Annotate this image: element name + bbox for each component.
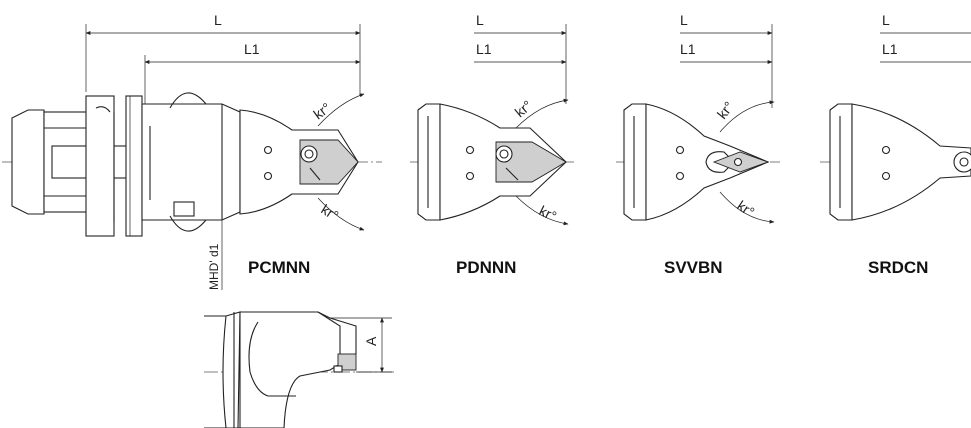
angle-label-bottom-pdnnn: kr°: [537, 202, 560, 224]
side-view: A: [204, 311, 394, 428]
angle-label-top-pcmnn: kr°: [310, 99, 333, 122]
pcmnn-view: L L1 kr° k: [2, 12, 382, 290]
dim-label-l-srdcn: L: [882, 12, 890, 28]
dim-label-l: L: [214, 12, 222, 28]
dim-label-d1: MHD' d1: [207, 243, 221, 290]
dim-label-a: A: [363, 336, 379, 346]
dim-label-l1: L1: [244, 41, 260, 57]
dim-label-l-pdnnn: L: [476, 12, 484, 28]
svvbn-view: L L1 kr° kr° SVVBN: [616, 12, 780, 277]
tool-label-svvbn: SVVBN: [664, 258, 723, 277]
tool-label-pcmnn: PCMNN: [248, 258, 310, 277]
dim-label-l-svvbn: L: [680, 12, 688, 28]
angle-label-bottom-svvbn: kr°: [734, 197, 757, 220]
angle-label-top-pdnnn: kr°: [512, 97, 536, 120]
dim-label-l1-srdcn: L1: [882, 41, 898, 57]
tool-label-srdcn: SRDCN: [868, 258, 928, 277]
tool-label-pdnnn: PDNNN: [456, 258, 516, 277]
dim-label-l1-pdnnn: L1: [476, 41, 492, 57]
pdnnn-view: L L1 kr° kr° PDNNN: [410, 12, 574, 277]
dim-label-l1-svvbn: L1: [680, 41, 696, 57]
angle-label-bottom-pcmnn: kr°: [318, 201, 341, 224]
srdcn-view: L L1 SRDCN: [820, 12, 971, 277]
